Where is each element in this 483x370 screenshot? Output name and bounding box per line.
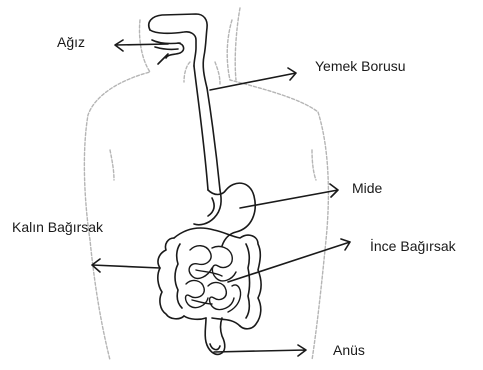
large-intestine bbox=[158, 228, 261, 354]
label-small-intestine: İnce Bağırsak bbox=[370, 238, 456, 254]
label-stomach: Mide bbox=[352, 180, 382, 196]
arrow-large-intestine bbox=[92, 259, 160, 272]
stomach bbox=[194, 183, 255, 246]
head-and-mouth bbox=[149, 14, 207, 88]
label-anus: Anüs bbox=[333, 342, 365, 358]
small-intestine bbox=[186, 246, 241, 312]
arrow-anus bbox=[214, 345, 306, 356]
label-mouth: Ağız bbox=[57, 34, 85, 50]
label-large-intestine: Kalın Bağırsak bbox=[12, 219, 103, 235]
label-esophagus: Yemek Borusu bbox=[315, 58, 406, 74]
body-outline bbox=[84, 8, 328, 360]
